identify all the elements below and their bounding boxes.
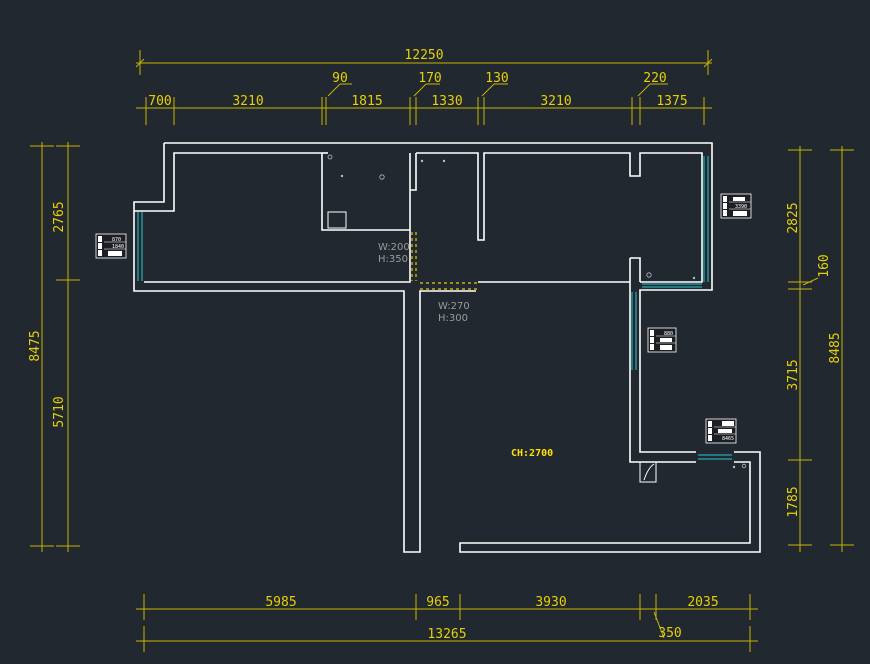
dim-right-seg-3: 3715 xyxy=(786,359,801,390)
dim-top-small-3: 130 xyxy=(485,71,508,86)
window-tag-middle-right: 880 xyxy=(647,327,677,353)
dim-top-small-4: 220 xyxy=(643,71,666,86)
dim-bottom-seg-2: 965 xyxy=(426,595,449,610)
dim-right-total: 8485 xyxy=(828,332,843,363)
dim-bottom-seg-1: 5985 xyxy=(265,595,296,610)
tag-middle-right-value: 880 xyxy=(664,331,673,337)
window-tag-lower-right: 8465 xyxy=(705,418,737,444)
dim-bottom-seg-4: 2035 xyxy=(687,595,718,610)
walls xyxy=(133,142,761,553)
dim-top-seg-5: 3210 xyxy=(540,94,571,109)
dim-top-seg-6: 1375 xyxy=(656,94,687,109)
tag-top-right-value: 3390 xyxy=(735,204,747,210)
top-dimensions: 12250 700 3210 1815 1330 3210 1375 90 17… xyxy=(135,48,713,125)
opening-2-width: W:270 xyxy=(438,301,470,312)
opening-1-width: W:200 xyxy=(378,242,410,253)
dim-top-seg-1: 700 xyxy=(148,94,171,109)
dim-top-small-1: 90 xyxy=(332,71,348,86)
dim-right-seg-1: 2825 xyxy=(786,202,801,233)
dim-bottom-small: 350 xyxy=(658,626,681,641)
dim-right-seg-4: 1785 xyxy=(786,486,801,517)
tag-lower-right-value: 8465 xyxy=(722,436,734,442)
right-dimensions: 2825 160 3715 1785 8485 xyxy=(786,146,854,552)
bottom-dimensions: 5985 965 3930 2035 350 13265 xyxy=(136,594,758,652)
tag-left-value-2: 1840 xyxy=(112,244,124,250)
openings: W:200 H:350 W:270 H:300 xyxy=(378,232,478,324)
dim-top-total: 12250 xyxy=(404,48,443,63)
dim-left-seg-2: 5710 xyxy=(52,396,67,427)
dim-left-total: 8475 xyxy=(28,330,43,361)
window-tag-top-right: 3390 xyxy=(720,193,752,219)
dim-top-small-2: 170 xyxy=(418,71,441,86)
dim-right-seg-2: 160 xyxy=(817,254,832,277)
dim-top-seg-4: 1330 xyxy=(431,94,462,109)
windows xyxy=(137,156,732,460)
dim-top-seg-3: 1815 xyxy=(351,94,382,109)
ceiling-height-label: CH:2700 xyxy=(511,448,553,459)
opening-1-height: H:350 xyxy=(378,254,408,265)
dim-left-seg-1: 2765 xyxy=(52,201,67,232)
opening-2-height: H:300 xyxy=(438,313,468,324)
left-dimensions: 8475 2765 5710 xyxy=(28,142,80,552)
tag-left-value-1: 870 xyxy=(112,237,121,243)
dim-bottom-total: 13265 xyxy=(427,627,466,642)
dim-bottom-seg-3: 3930 xyxy=(535,595,566,610)
window-tag-left: 870 1840 xyxy=(95,233,127,259)
fixtures xyxy=(327,154,747,469)
dim-top-seg-2: 3210 xyxy=(232,94,263,109)
